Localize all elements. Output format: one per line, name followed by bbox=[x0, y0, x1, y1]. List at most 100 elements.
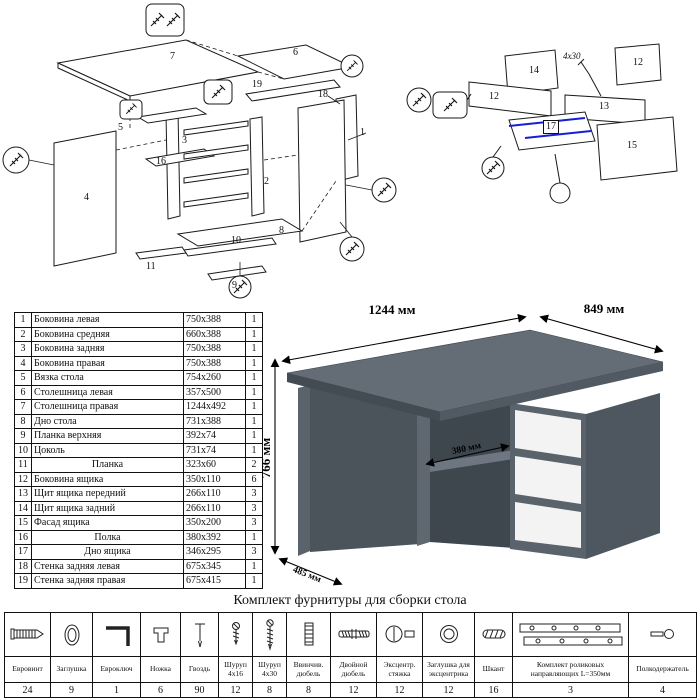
parts-cell-qty: 3 bbox=[245, 515, 263, 531]
parts-cell-qty: 2 bbox=[245, 457, 263, 473]
part-label: 11 bbox=[146, 261, 156, 272]
parts-cell-num: 17 bbox=[14, 544, 32, 560]
hw-name: Шуруп 4x30 bbox=[252, 656, 287, 683]
cam-lock-icon bbox=[385, 625, 414, 642]
desk-3d-drawing: 1244 мм 849 мм 766 мм 485 мм 380 мм bbox=[258, 301, 664, 586]
part-label: 13 bbox=[599, 101, 609, 112]
parts-cell-name: Цоколь bbox=[31, 442, 184, 458]
parts-cell-name: Планка верхняя bbox=[31, 428, 184, 444]
right-side-panel bbox=[586, 393, 660, 559]
cap-icon bbox=[64, 624, 79, 645]
left-bay-interior bbox=[310, 370, 420, 552]
parts-cell-num: 10 bbox=[14, 442, 32, 458]
dim-depth: 849 мм bbox=[584, 301, 625, 316]
hw-qty: 12 bbox=[330, 682, 377, 698]
parts-cell-name: Стенка задняя правая bbox=[31, 573, 184, 589]
parts-cell-size: 660x388 bbox=[183, 326, 246, 342]
dimension-arrows bbox=[270, 313, 664, 586]
hw-qty: 4 bbox=[628, 682, 697, 698]
parts-cell-size: 675x345 bbox=[183, 558, 246, 574]
exploded-drawer-drawing bbox=[406, 43, 678, 204]
desktop-right-edge bbox=[440, 362, 663, 421]
hw-name: Ввинчив. дюбель bbox=[286, 656, 331, 683]
parts-cell-name: Дно стола bbox=[31, 413, 184, 429]
parts-cell-num: 1 bbox=[14, 312, 32, 328]
parts-cell-num: 12 bbox=[14, 471, 32, 487]
hw-name: Комплект роликовых направляющих L=350мм bbox=[512, 656, 629, 683]
parts-cell-name: Боковина правая bbox=[31, 355, 184, 371]
parts-cell-name: Боковина задняя bbox=[31, 341, 184, 357]
part-label: 17 bbox=[543, 120, 559, 134]
parts-cell-name: Фасад ящика bbox=[31, 515, 184, 531]
parts-cell-name: Столешница правая bbox=[31, 399, 184, 415]
parts-cell-size: 1244x492 bbox=[183, 399, 246, 415]
shelf-support-icon bbox=[650, 628, 674, 639]
part-label: 14 bbox=[529, 65, 539, 76]
hw-qty: 8 bbox=[252, 682, 287, 698]
part-label: 6 bbox=[293, 47, 298, 58]
part-label: 8 bbox=[279, 225, 284, 236]
parts-cell-qty: 3 bbox=[245, 544, 263, 560]
parts-cell-size: 350x110 bbox=[183, 471, 246, 487]
parts-cell-num: 16 bbox=[14, 529, 32, 545]
parts-cell-size: 357x500 bbox=[183, 384, 246, 400]
parts-cell-size: 750x388 bbox=[183, 341, 246, 357]
desk-dimensions-render: 1244 мм 849 мм 766 мм 485 мм 380 мм bbox=[258, 300, 700, 595]
hw-name: Шуруп 4x16 bbox=[218, 656, 253, 683]
parts-cell-num: 8 bbox=[14, 413, 32, 429]
hardware-kit-table: Евровинт Заглушка Евроключ Ножка Гвоздь … bbox=[4, 612, 697, 698]
dim-height: 766 мм bbox=[262, 438, 273, 479]
hardware-kit-title: Комплект фурнитуры для сборки стола bbox=[233, 593, 467, 608]
parts-cell-size: 731x74 bbox=[183, 442, 246, 458]
parts-cell-qty: 1 bbox=[245, 573, 263, 589]
parts-cell-name: Боковина ящика bbox=[31, 471, 184, 487]
parts-cell-qty: 6 bbox=[245, 471, 263, 487]
nail-icon bbox=[195, 623, 205, 647]
hw-name: Заглушка для эксцентрика bbox=[422, 656, 475, 683]
parts-cell-name: Вязка стола bbox=[31, 370, 184, 386]
dim-bottom-depth: 485 мм bbox=[291, 565, 323, 586]
parts-cell-name: Щит ящика передний bbox=[31, 486, 184, 502]
parts-cell-qty: 1 bbox=[245, 413, 263, 429]
parts-cell-qty: 1 bbox=[245, 312, 263, 328]
parts-cell-qty: 1 bbox=[245, 384, 263, 400]
parts-cell-size: 380x392 bbox=[183, 529, 246, 545]
hw-qty: 6 bbox=[140, 682, 181, 698]
desktop-front-edge bbox=[287, 373, 440, 421]
parts-cell-size: 750x388 bbox=[183, 312, 246, 328]
parts-cell-num: 19 bbox=[14, 573, 32, 589]
hw-qty: 8 bbox=[286, 682, 331, 698]
parts-cell-name: Дно ящика bbox=[31, 544, 184, 560]
parts-cell-num: 13 bbox=[14, 486, 32, 502]
parts-cell-size: 266x110 bbox=[183, 486, 246, 502]
part-label: 7 bbox=[170, 51, 175, 62]
hw-name: Полкодержатель bbox=[628, 656, 697, 683]
part-label: 4 bbox=[84, 192, 89, 203]
hw-name: Двойной дюбель bbox=[330, 656, 377, 683]
parts-cell-num: 6 bbox=[14, 384, 32, 400]
hw-name: Заглушка bbox=[50, 656, 93, 683]
hw-name: Шкант bbox=[474, 656, 513, 683]
parts-cell-num: 14 bbox=[14, 500, 32, 516]
parts-cell-qty: 1 bbox=[245, 355, 263, 371]
parts-cell-num: 4 bbox=[14, 355, 32, 371]
parts-cell-qty: 1 bbox=[245, 341, 263, 357]
parts-cell-size: 346x295 bbox=[183, 544, 246, 560]
parts-cell-num: 5 bbox=[14, 370, 32, 386]
part-label: 12 bbox=[489, 91, 499, 102]
foot-icon bbox=[153, 627, 169, 642]
hw-qty: 90 bbox=[180, 682, 219, 698]
exploded-desk-drawing bbox=[2, 3, 397, 299]
drawer-front-1 bbox=[515, 410, 581, 458]
